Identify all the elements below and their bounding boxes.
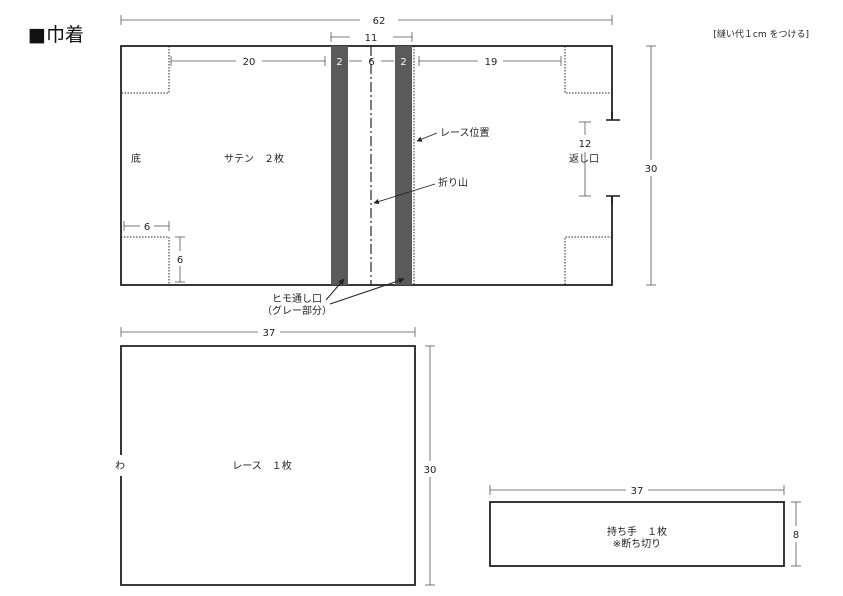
- dim-handle-width: 37: [489, 485, 785, 497]
- bag-panel-label: サテン ２枚: [224, 152, 284, 165]
- seam-allowance-note: [縫い代１cm をつける]: [713, 30, 809, 40]
- handle-panel-label: 持ち手 １枚: [607, 525, 667, 538]
- lace-fold-mark: わ: [115, 460, 125, 472]
- dim-band-left-label: 2: [336, 57, 342, 68]
- dim-lace-height-label: 30: [424, 465, 437, 476]
- dim-band-mid: 6: [349, 57, 394, 68]
- handle-panel-outline: [489, 501, 785, 567]
- dim-handle-height: 8: [791, 501, 801, 567]
- dim-bag-center: 11: [330, 32, 413, 44]
- dim-handle-width-label: 37: [631, 486, 644, 497]
- dim-corner-height-label: 6: [177, 255, 183, 266]
- dim-opening-label: 12: [579, 139, 592, 150]
- string-channel-left: [331, 46, 348, 285]
- dim-corner-width: 6: [123, 221, 170, 233]
- dim-bag-left-label: 20: [243, 57, 256, 68]
- handle-panel-note: ※断ち切り: [613, 537, 661, 550]
- dim-lace-height: 30: [424, 345, 437, 586]
- dim-bag-right-label: 19: [485, 57, 498, 68]
- corner-cutouts: [121, 46, 612, 285]
- dim-bag-height: 30: [645, 45, 658, 286]
- dim-band-right-label: 2: [400, 57, 406, 68]
- bottom-label: 底: [131, 152, 141, 165]
- lace-panel-outline: [120, 345, 416, 586]
- dim-bag-center-label: 11: [365, 33, 378, 44]
- page-title: ■巾着: [28, 24, 84, 46]
- dim-lace-width: 37: [120, 327, 416, 339]
- lace-position-label: レース位置: [440, 126, 490, 139]
- dim-bag-width-label: 62: [373, 16, 386, 27]
- string-opening-label: ヒモ通し口: [272, 293, 322, 305]
- lace-panel-label: レース １枚: [232, 459, 292, 472]
- dim-corner-width-label: 6: [144, 222, 150, 233]
- dim-bag-height-label: 30: [645, 164, 658, 175]
- dim-lace-width-label: 37: [263, 328, 276, 339]
- dim-handle-height-label: 8: [793, 530, 799, 541]
- dim-band-mid-label: 6: [368, 57, 374, 68]
- dim-opening: 12: [579, 121, 592, 197]
- dim-corner-height: 6: [175, 236, 185, 283]
- fold-label: 折り山: [438, 176, 468, 189]
- return-opening-gap: [607, 120, 617, 196]
- return-opening-label: 返し口: [569, 153, 599, 165]
- bag-panel-outline: [120, 45, 613, 286]
- dim-bag-width: 62: [120, 15, 613, 27]
- string-opening-sublabel: （グレー部分）: [262, 304, 332, 317]
- dim-bag-right: 19: [418, 56, 562, 68]
- string-channel-right: [395, 46, 412, 285]
- dim-bag-left: 20: [170, 56, 326, 68]
